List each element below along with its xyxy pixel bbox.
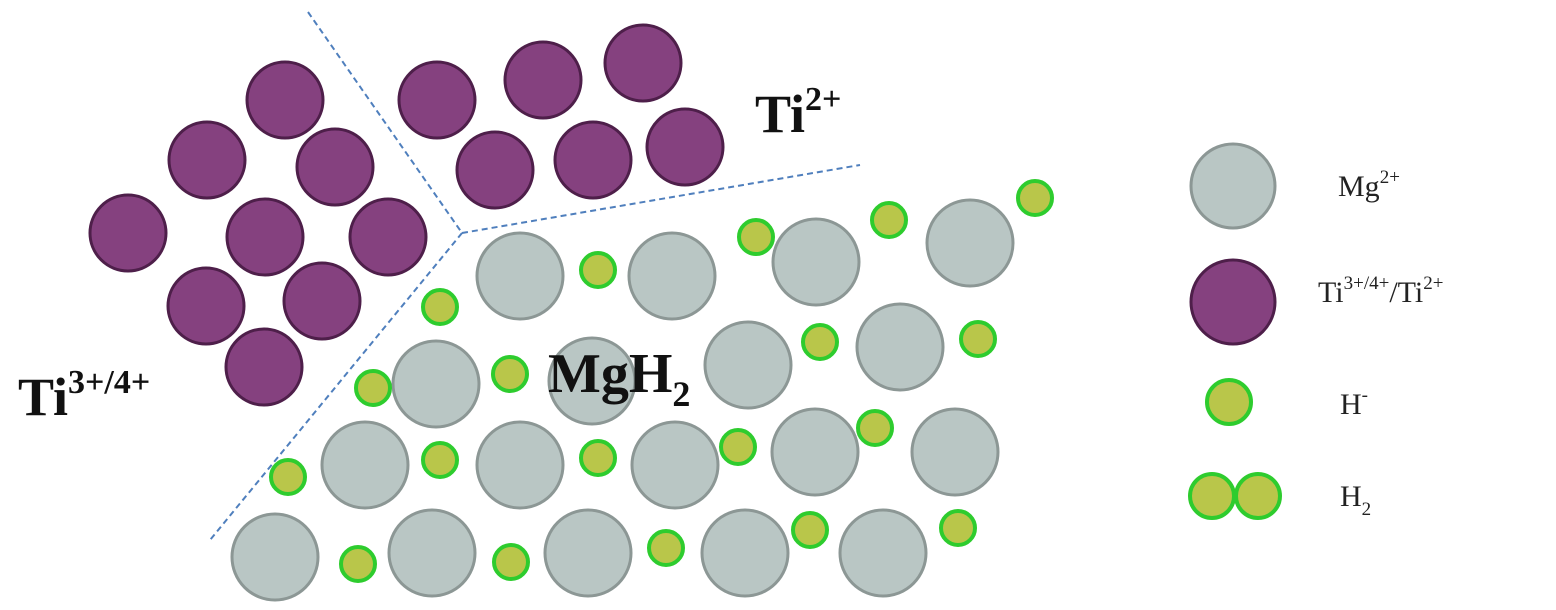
h-atom [939,509,977,547]
legend-ti-tail-sup: 2+ [1423,273,1443,294]
h-atom [354,369,392,407]
ti34-label-sup: 3+/4+ [68,364,150,401]
h-atom [269,458,307,496]
mg-atom [925,198,1015,288]
legend-h-label: H- [1340,385,1368,421]
h-atom [856,409,894,447]
legend-h-base: H [1340,388,1362,421]
h-atom [791,511,829,549]
mg-atom [771,217,861,307]
ti-atom [295,127,375,207]
ti-atom [603,23,683,103]
h-atom [647,529,685,567]
h-atom [421,441,459,479]
h-atom [870,201,908,239]
ti2-region-label: Ti2+ [755,81,841,144]
ti-atom [167,120,247,200]
mg-atom [703,320,793,410]
ti34-region-label: Ti3+/4+ [18,364,150,427]
ti-atom [225,197,305,277]
mg-atom [387,508,477,598]
mgh2-region-label: MgH2 [548,343,690,414]
grain-boundary-bottom [209,232,463,541]
ti34-label-base: Ti [18,367,68,427]
mg-atom [630,420,720,510]
h-atom [492,543,530,581]
ti-atom [166,266,246,346]
mg-atom [543,508,633,598]
grain-boundaries [209,11,861,541]
h-atom [421,288,459,326]
legend-ti-tail: /Ti [1389,276,1423,309]
ti-atom [245,60,325,140]
legend-mg-swatch [1189,142,1277,230]
mg-atom [547,336,637,426]
mg-atom [320,420,410,510]
h-atom [491,355,529,393]
ti-atom [645,107,725,187]
ti-atoms [88,23,725,407]
ti-atom [88,193,168,273]
legend-ti-swatch [1189,258,1277,346]
mg-atom [230,512,320,602]
ti-atom [224,327,304,407]
h-atom [719,428,757,466]
grain-boundary-right [461,164,861,234]
mg-atom [627,231,717,321]
legend-mg-base: Mg [1338,170,1380,203]
h-atom [579,251,617,289]
mg-atom [770,407,860,497]
ti-atom [348,197,428,277]
legend-h-swatch [1205,378,1253,426]
mg-atom [475,420,565,510]
legend-h-sup: - [1362,385,1368,406]
mg-atom [855,302,945,392]
ti2-label-sup: 2+ [805,81,841,118]
atoms-layer [88,23,1054,602]
ti-atom [397,60,477,140]
ti-atom [553,120,633,200]
legend-mg-sup: 2+ [1380,167,1400,188]
legend-h2-swatch-right [1234,472,1282,520]
legend: Mg2+ Ti3+/4+/Ti2+ H- H2 [1188,142,1444,520]
mg-atoms [230,198,1015,602]
legend-mg-label: Mg2+ [1338,167,1400,203]
h-atom [959,320,997,358]
mg-atom [391,339,481,429]
ti-atom [455,130,535,210]
mgh2-label-sub: 2 [672,374,690,414]
legend-h2-swatch-left [1188,472,1236,520]
h-atoms [269,179,1054,583]
legend-h2-base: H [1340,480,1362,513]
mg-atom [910,407,1000,497]
h-atom [339,545,377,583]
grain-boundary-top [307,11,463,234]
h-atom [579,439,617,477]
legend-ti-label: Ti3+/4+/Ti2+ [1318,273,1444,309]
h-atom [737,218,775,256]
ti-atom [282,261,362,341]
h-atom [801,323,839,361]
legend-ti-sup: 3+/4+ [1344,273,1390,294]
legend-h2-sub: 2 [1362,499,1372,520]
mg-atom [838,508,928,598]
legend-ti-base: Ti [1318,276,1344,309]
legend-h2-label: H2 [1340,480,1371,520]
h-atom [1016,179,1054,217]
ti-atom [503,40,583,120]
mg-atom [700,508,790,598]
ti2-label-base: Ti [755,84,805,144]
mgh2-label-base: MgH [548,343,672,405]
mg-atom [475,231,565,321]
